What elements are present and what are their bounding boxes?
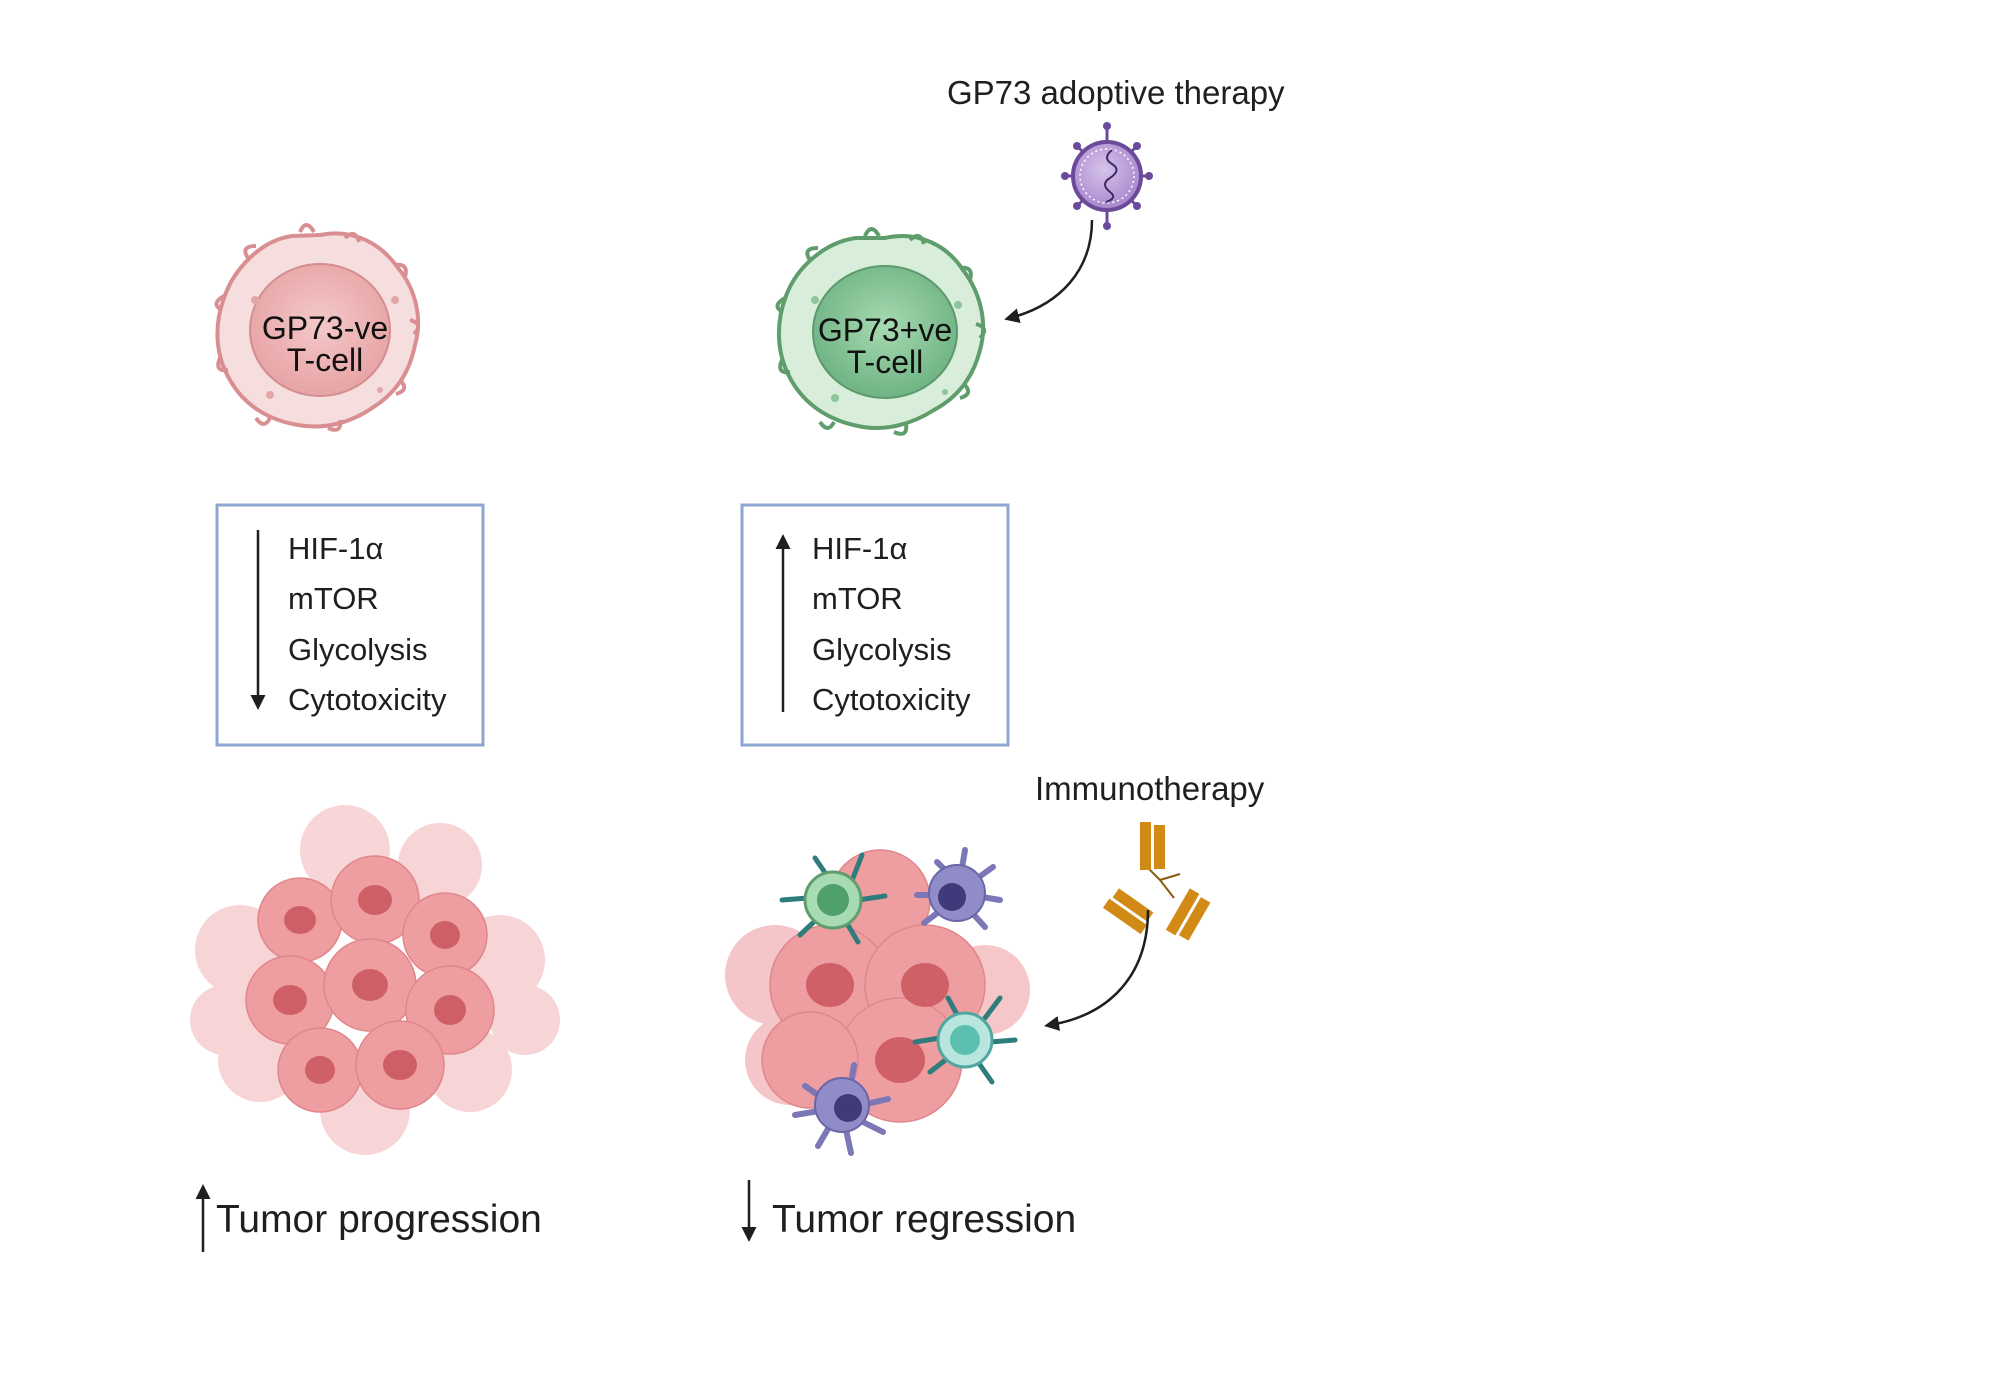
immunotherapy-arrow — [1044, 909, 1150, 1031]
immunotherapy-label: Immunotherapy — [1035, 770, 1265, 807]
tumor-regression-icon — [725, 847, 1030, 1156]
tumor-progression-label: Tumor progression — [216, 1198, 542, 1241]
marker-cytotoxicity-right: Cytotoxicity — [812, 682, 971, 717]
tcell-with-receptors-icon — [779, 852, 888, 945]
marker-hif1a-left: HIF-1α — [288, 531, 384, 566]
cell-label-line1: GP73-ve — [261, 310, 389, 346]
gp73-positive-tcell-icon — [775, 227, 987, 436]
marker-glycolysis-right: Glycolysis — [812, 632, 952, 667]
adoptive-therapy-arrow — [1004, 219, 1094, 323]
cell-label-line1: GP73+ve — [817, 312, 953, 348]
gp73-negative-tcell-icon — [214, 223, 421, 432]
dendritic-cell-icon — [792, 1062, 891, 1156]
tumor-progression-icon — [190, 805, 560, 1155]
gp73-negative-tcell-label: GP73-ve T-cell — [225, 312, 425, 376]
tumor-regression-label: Tumor regression — [772, 1198, 1077, 1241]
marker-glycolysis-left: Glycolysis — [288, 632, 428, 667]
tcell-with-receptors-icon — [912, 995, 1018, 1085]
marker-hif1a-right: HIF-1α — [812, 531, 908, 566]
cell-label-line2: T-cell — [286, 342, 364, 378]
adoptive-therapy-label: GP73 adoptive therapy — [947, 74, 1285, 111]
marker-mtor-left: mTOR — [288, 581, 379, 616]
cell-label-line2: T-cell — [846, 344, 924, 380]
viral-vector-icon — [1061, 122, 1153, 230]
gp73-positive-tcell-label: GP73+ve T-cell — [785, 314, 985, 378]
dendritic-cell-icon — [914, 847, 1003, 930]
marker-cytotoxicity-left: Cytotoxicity — [288, 682, 447, 717]
marker-mtor-right: mTOR — [812, 581, 903, 616]
antibody-icon — [1102, 822, 1211, 941]
